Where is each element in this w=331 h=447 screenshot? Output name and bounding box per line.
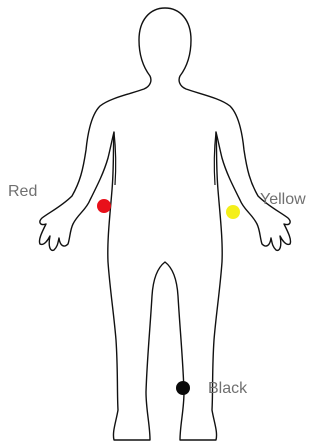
electrode-label-yellow: Yellow [260, 192, 306, 208]
electrode-yellow-dot [226, 205, 240, 219]
electrode-label-black: Black [208, 381, 247, 397]
electrode-label-red: Red [8, 184, 37, 200]
electrode-black-dot [176, 381, 190, 395]
body-outline [39, 8, 290, 440]
electrode-red-dot [97, 199, 111, 213]
